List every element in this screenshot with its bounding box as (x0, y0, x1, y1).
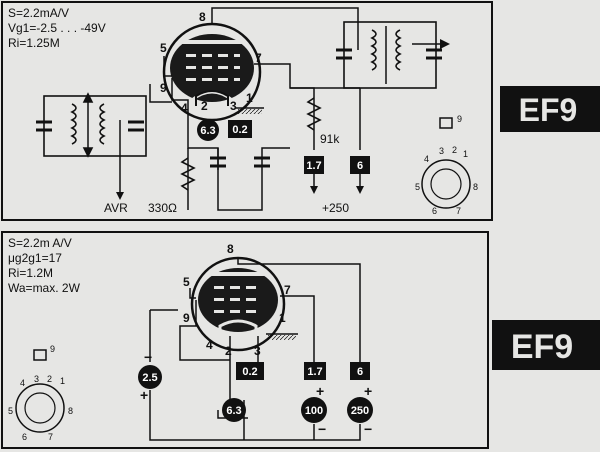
ground-symbol (236, 107, 264, 114)
base-pin-label: 9 (457, 114, 462, 124)
arrow-icon (356, 186, 364, 194)
voltage-badge (304, 362, 326, 380)
tube-base-diagram (421, 117, 471, 209)
tube-type-tag: EF9 (500, 86, 600, 132)
pin-number: 9 (160, 81, 167, 95)
base-pin-label: 1 (463, 149, 468, 159)
arrow-icon (440, 39, 450, 49)
spec-line: μg2g1=17 (8, 251, 62, 265)
base-pin-label: 8 (68, 406, 73, 416)
g1-voltage: 0.2 (242, 366, 257, 378)
voltage-badge (222, 398, 246, 422)
avr-label: AVR (104, 201, 128, 215)
polarity-sign: − (364, 421, 372, 437)
voltage-badge (236, 362, 264, 380)
screen-supply: 100 (305, 405, 323, 417)
pin-number: 4 (206, 338, 213, 352)
output-transformer (336, 21, 442, 89)
base-pin-label: 5 (8, 406, 13, 416)
base-pin-label: 1 (60, 376, 65, 386)
wiring (119, 7, 361, 211)
ground-symbol (266, 333, 298, 340)
panel-bottom: S=2.2m A/V μg2g1=17 Ri=1.2M Wa=max. 2W 8… (1, 231, 489, 449)
anode-voltage: 6 (357, 366, 363, 378)
panel-bottom-border (1, 231, 489, 449)
polarity-sign: + (364, 383, 372, 399)
bias-voltage: 2.5 (142, 372, 157, 384)
pin-number: 7 (255, 51, 262, 65)
pin-number: 5 (183, 275, 190, 289)
heater-voltage: 6.3 (226, 405, 241, 417)
anode-supply: 250 (351, 405, 369, 417)
capacitor (210, 156, 270, 168)
tube-base-diagram (15, 349, 65, 433)
pin-number: 3 (230, 99, 237, 113)
base-pin-label: 4 (20, 378, 25, 388)
base-pin-label: 7 (48, 432, 53, 442)
voltage-badge (347, 397, 373, 423)
resistor-label: 91k (320, 132, 340, 146)
base-pin-label: 9 (50, 344, 55, 354)
pin-number: 9 (183, 311, 190, 325)
cathode-resistor (180, 157, 196, 191)
pin-number: 2 (201, 99, 208, 113)
base-pin-label: 2 (452, 145, 457, 155)
voltage-badge (197, 119, 219, 141)
polarity-sign: + (316, 383, 324, 399)
input-transformer (36, 92, 147, 158)
voltage-badge (138, 365, 162, 389)
voltage-badge (301, 397, 327, 423)
g2-voltage: 1.7 (306, 160, 321, 172)
resistor-label: 330Ω (148, 201, 177, 215)
spec-line: Vg1=-2.5 . . . -49V (8, 21, 106, 35)
base-pin-label: 6 (22, 432, 27, 442)
base-pin-label: 6 (432, 206, 437, 216)
base-pin-label: 2 (47, 374, 52, 384)
panel-top-border (1, 1, 493, 221)
voltage-badge (350, 156, 370, 174)
voltage-badge (350, 362, 370, 380)
pin-number: 5 (160, 41, 167, 55)
pin-number: 2 (225, 344, 232, 358)
tube-symbol (162, 22, 262, 122)
spec-line: Ri=1.2M (8, 266, 53, 280)
base-pin-label: 4 (424, 154, 429, 164)
g2-voltage: 1.7 (307, 366, 322, 378)
spec-line: Wa=max. 2W (8, 281, 81, 295)
pin-number: 8 (199, 10, 206, 24)
polarity-sign: + (140, 387, 148, 403)
heater-voltage: 6.3 (200, 125, 215, 137)
pin-number: 8 (227, 242, 234, 256)
arrow-icon (116, 192, 124, 200)
panel-top: S=2.2mA/V Vg1=-2.5 . . . -49V Ri=1.25M 8… (1, 1, 493, 221)
tube-type-label: EF9 (519, 92, 578, 128)
voltage-badge (304, 156, 324, 174)
pin-number: 1 (246, 91, 253, 105)
screen-resistor (306, 97, 322, 131)
wiring (149, 258, 361, 441)
spec-line: S=2.2m A/V (8, 236, 72, 250)
arrow-icon (310, 186, 318, 194)
base-pin-label: 7 (456, 206, 461, 216)
supply-label: +250 (322, 201, 349, 215)
base-pin-label: 3 (439, 146, 444, 156)
g1-voltage: 0.2 (232, 124, 247, 136)
pin-number: 7 (284, 283, 291, 297)
voltage-badge (228, 120, 252, 138)
pin-number: 1 (279, 311, 286, 325)
spec-line: S=2.2mA/V (8, 6, 69, 20)
base-pin-label: 5 (415, 182, 420, 192)
polarity-sign: − (144, 349, 152, 365)
spec-line: Ri=1.25M (8, 36, 60, 50)
tube-type-tag: EF9 (492, 320, 600, 370)
polarity-sign: − (318, 421, 326, 437)
pin-number: 4 (181, 101, 188, 115)
base-pin-label: 8 (473, 182, 478, 192)
base-pin-label: 3 (34, 374, 39, 384)
tube-type-label: EF9 (511, 328, 573, 366)
anode-voltage: 6 (357, 160, 363, 172)
